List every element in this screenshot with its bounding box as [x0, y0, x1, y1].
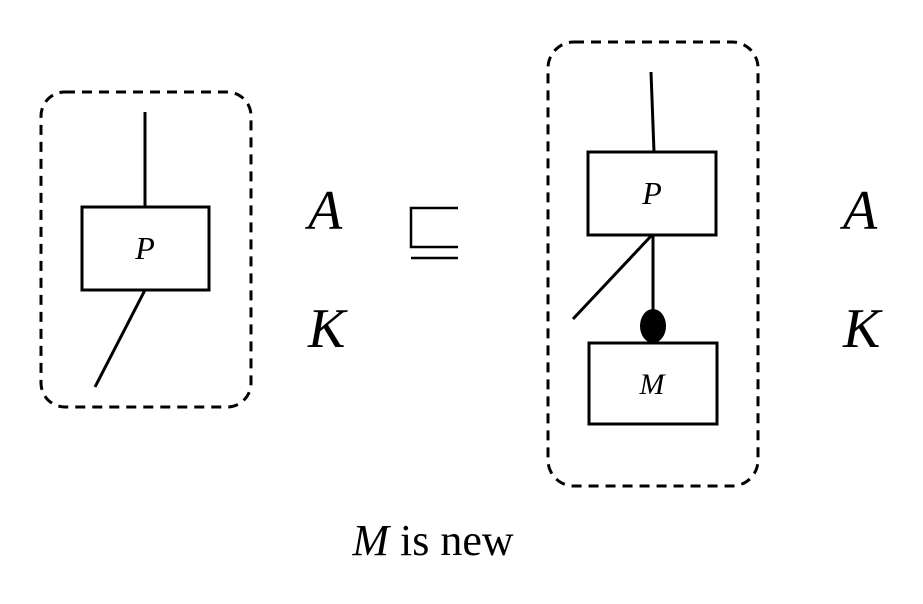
right-dashed-frame — [546, 40, 760, 488]
right-p-label: P — [641, 175, 662, 211]
left-diagram: P — [39, 90, 253, 409]
left-p-box — [80, 205, 211, 292]
right-label-a: A — [839, 180, 878, 242]
right-connector-dot — [640, 309, 666, 343]
right-top-wire — [649, 71, 656, 153]
right-m-label: M — [639, 368, 667, 401]
left-dashed-frame — [39, 90, 253, 409]
relation-symbol — [409, 206, 458, 260]
caption-text: is new — [400, 516, 514, 565]
left-label-a: A — [304, 180, 343, 242]
right-m-box — [587, 341, 719, 426]
left-p-label: P — [134, 230, 155, 266]
caption: M is new — [351, 516, 514, 565]
right-label-k: K — [842, 298, 883, 360]
left-diagonal-wire — [93, 289, 147, 388]
right-diagonal-wire — [571, 233, 654, 321]
caption-variable: M — [351, 516, 391, 565]
right-diagram: P M — [546, 40, 760, 488]
left-label-k: K — [307, 298, 348, 360]
right-p-box — [586, 150, 718, 237]
